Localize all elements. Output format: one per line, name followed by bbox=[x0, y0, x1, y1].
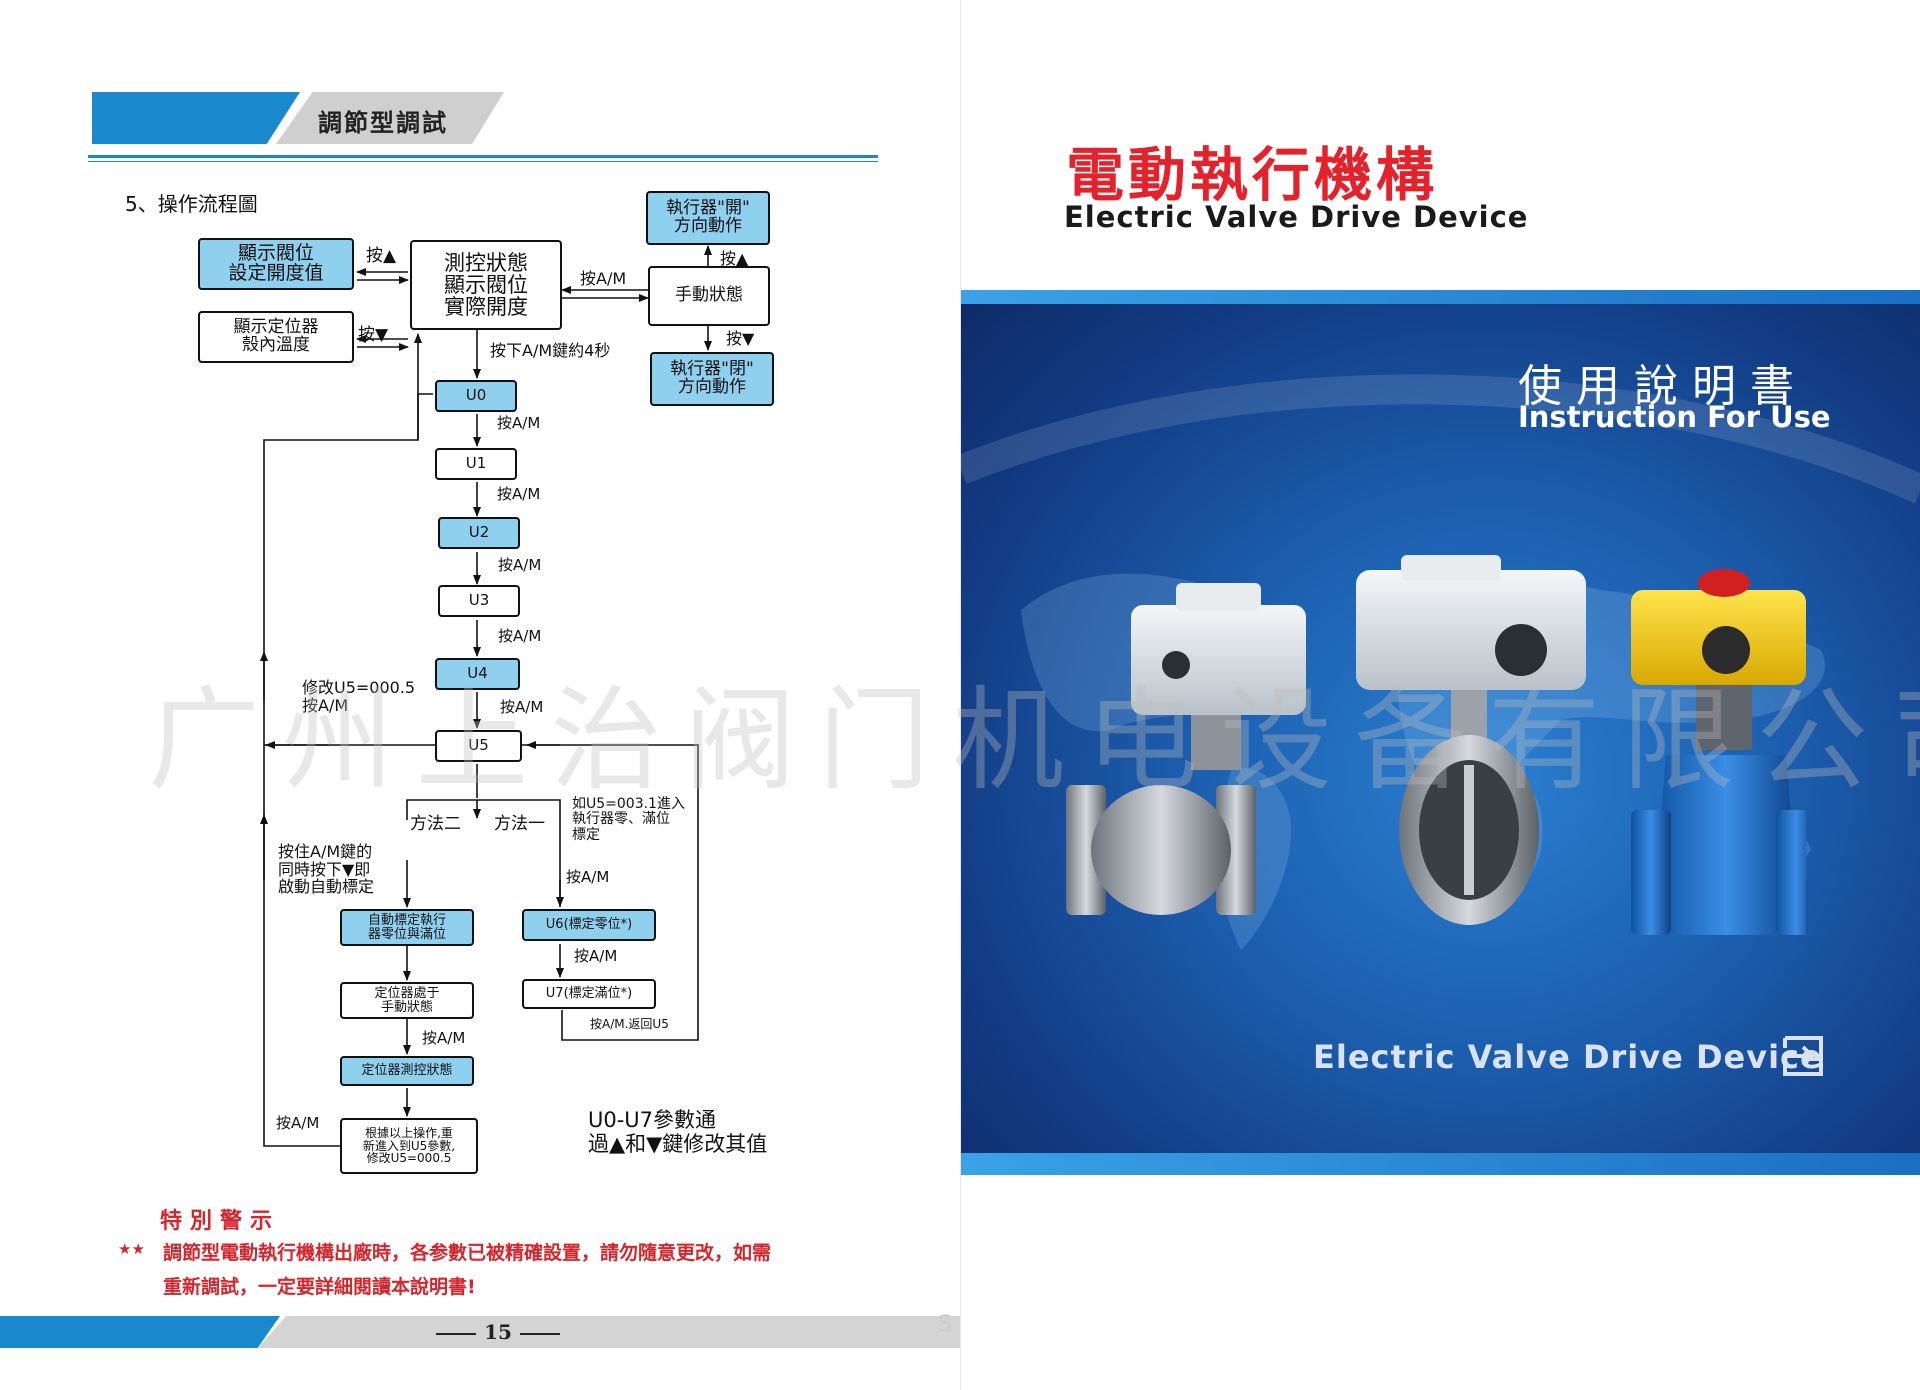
page-number-text: 15 bbox=[484, 1320, 512, 1344]
label-return-u5: 按A/M.返回U5 bbox=[590, 1017, 669, 1031]
label-am-u2: 按A/M bbox=[498, 556, 542, 574]
header-rule bbox=[88, 155, 878, 158]
label-press-am-manual: 按A/M bbox=[580, 269, 627, 288]
param-u6-box: U6(標定零位*) bbox=[522, 909, 656, 941]
enter-arrow-icon bbox=[1783, 1036, 1823, 1076]
param-note: U0-U7參數通 過▲和▼鍵修改其值 bbox=[588, 1108, 768, 1157]
label-modify-u5: 修改U5=000.5 按A/M bbox=[302, 678, 416, 715]
show-valve-setting-box: 顯示閥位 設定開度值 bbox=[198, 238, 354, 290]
manual-title-cn: 使用說明書 bbox=[1518, 361, 1808, 412]
label-hold-4s: 按下A/M鍵約4秒 bbox=[490, 341, 611, 360]
label-am-u0: 按A/M bbox=[497, 414, 541, 432]
cover-panel bbox=[961, 290, 1920, 1175]
positioner-manual-box: 定位器處于 手動狀態 bbox=[340, 982, 474, 1019]
reenter-u5-box: 根據以上操作,重 新進入到U5參數, 修改U5=000.5 bbox=[340, 1118, 478, 1174]
cover-bottom-bar bbox=[961, 1153, 1920, 1175]
manual-state-box: 手動狀態 bbox=[648, 266, 770, 326]
manual-page-right: 電動執行機構 Electric Valve Drive Device bbox=[960, 0, 1920, 1390]
flowchart-connectors bbox=[260, 245, 712, 1147]
valve-products-image bbox=[1066, 555, 1806, 935]
label-am-u7: 按A/M bbox=[574, 947, 618, 965]
label-press-down-close: 按▼ bbox=[726, 329, 755, 348]
param-u1-box: U1 bbox=[435, 448, 517, 480]
positioner-measure-box: 定位器測控狀態 bbox=[340, 1056, 474, 1086]
section-title: 5、操作流程圖 bbox=[125, 192, 258, 216]
footer-band-gray bbox=[258, 1316, 960, 1348]
header-rule-thin bbox=[88, 161, 878, 162]
corner-mark: S bbox=[938, 1312, 952, 1337]
param-u3-box: U3 bbox=[438, 585, 520, 617]
label-press-up: 按▲ bbox=[366, 246, 397, 266]
header-band-gray bbox=[276, 92, 504, 144]
label-method-two: 方法二 bbox=[410, 814, 461, 834]
label-press-down: 按▼ bbox=[358, 325, 389, 345]
warning-stars: ★★ bbox=[118, 1240, 145, 1258]
cover-title-en: Electric Valve Drive Device bbox=[1064, 200, 1529, 234]
label-am-return: 按A/M bbox=[276, 1114, 320, 1132]
label-press-up-open: 按▲ bbox=[720, 249, 749, 268]
label-hold-am-down: 按住A/M鍵的 同時按下▼即 啟動自動標定 bbox=[278, 842, 375, 897]
param-u0-box: U0 bbox=[435, 380, 517, 412]
label-am-u4: 按A/M bbox=[500, 698, 544, 716]
show-temperature-box: 顯示定位器 殼內溫度 bbox=[198, 311, 354, 363]
cover-top-bar bbox=[961, 290, 1920, 304]
label-method-one: 方法一 bbox=[494, 814, 545, 834]
label-u5-003: 如U5=003.1進入 執行器零、滿位 標定 bbox=[572, 796, 685, 843]
param-u7-box: U7(標定滿位*) bbox=[522, 979, 656, 1009]
manual-title-en: Instruction For Use bbox=[1518, 400, 1831, 434]
actuator-open-box: 執行器"開" 方向動作 bbox=[646, 191, 770, 245]
auto-calibration-box: 自動標定執行 器零位與滿位 bbox=[340, 909, 474, 946]
param-u5-box: U5 bbox=[435, 730, 522, 762]
cover-title-cn: 電動執行機構 bbox=[1066, 141, 1439, 209]
footer-band-blue bbox=[0, 1316, 280, 1348]
page-title: 調節型調試 bbox=[318, 109, 448, 137]
label-am-u3: 按A/M bbox=[498, 627, 542, 645]
header-band-blue bbox=[92, 92, 300, 144]
label-am-u6: 按A/M bbox=[566, 868, 610, 886]
measure-control-state-box: 測控狀態 顯示閥位 實際開度 bbox=[410, 240, 562, 330]
warning-text-line1: 調節型電動執行機構出廠時，各参數已被精確設置，請勿隨意更改，如需 bbox=[163, 1242, 772, 1264]
cover-subtitle-en: Electric Valve Drive Device bbox=[1313, 1038, 1823, 1076]
warning-text-line2: 重新調試，一定要詳細閱讀本說明書! bbox=[163, 1276, 476, 1298]
page-number: 15 bbox=[408, 1320, 588, 1344]
manual-page-left: 調節型調試 5、操作流程圖 bbox=[0, 92, 960, 1348]
param-u4-box: U4 bbox=[435, 658, 520, 690]
label-am-measure: 按A/M bbox=[422, 1029, 466, 1047]
actuator-close-box: 執行器"閉" 方向動作 bbox=[650, 352, 774, 406]
warning-title: 特別警示 bbox=[160, 1209, 281, 1234]
label-am-u1: 按A/M bbox=[497, 485, 541, 503]
param-u2-box: U2 bbox=[438, 517, 520, 549]
